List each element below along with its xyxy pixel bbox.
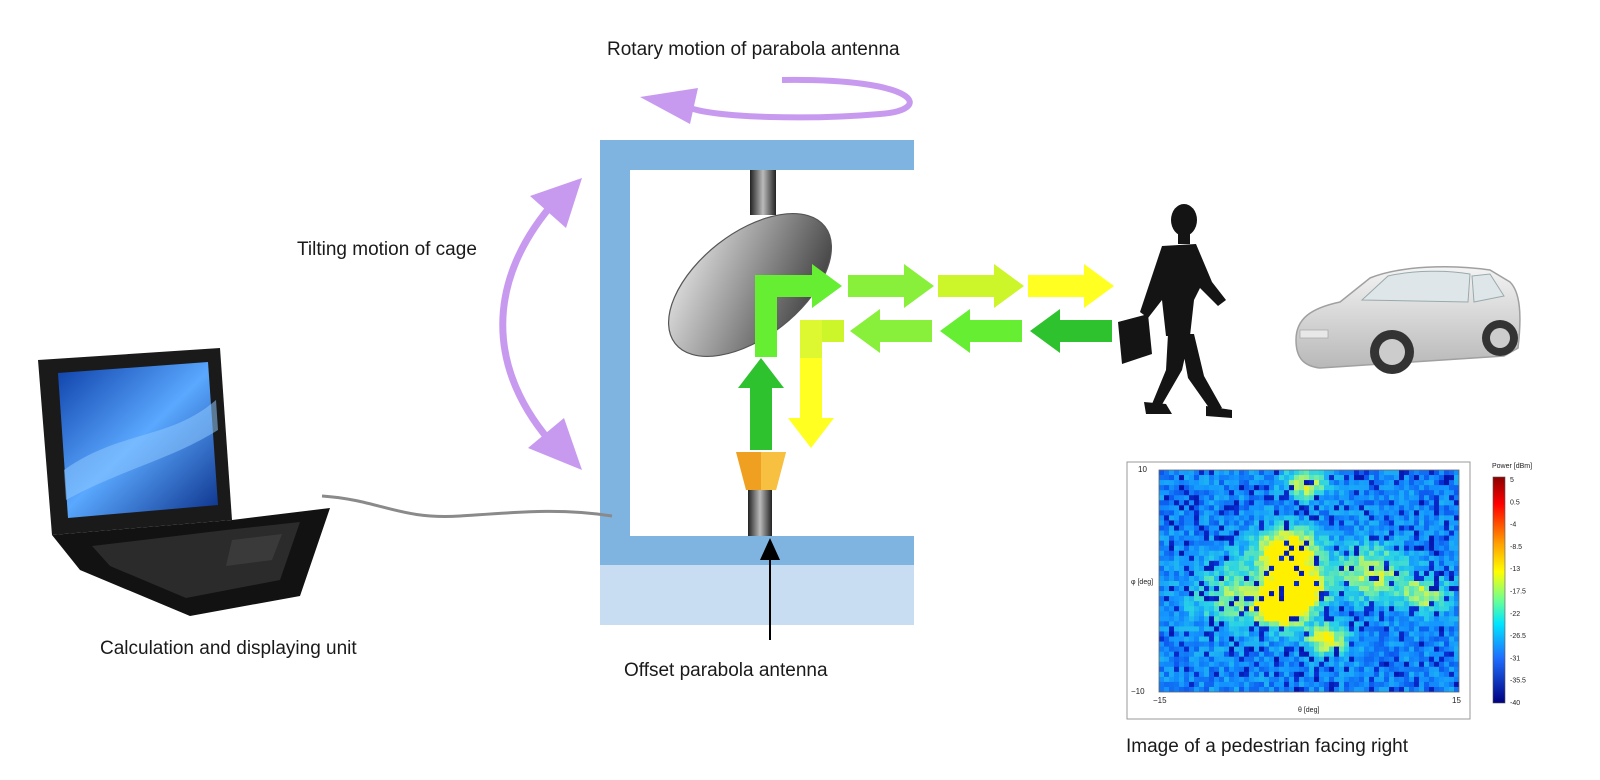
heatmap-x-axis-label: θ [deg] [1298,707,1319,714]
parabola-dish-icon [667,212,833,358]
upper-pole [750,170,776,215]
colorbar-tick-label: -35.5 [1510,678,1526,685]
radar-heatmap [1126,461,1471,720]
colorbar-tick-label: 5 [1510,477,1514,484]
colorbar-tick-label: -13 [1510,566,1520,573]
feed-horn-icon [736,452,786,490]
laptop-cable [321,494,613,519]
colorbar [1492,476,1506,704]
image-caption: Image of a pedestrian facing right [1126,736,1409,757]
tilting-motion-label: Tilting motion of cage [297,239,477,260]
heatmap-y-axis-label: φ [deg] [1131,579,1153,586]
colorbar-tick-label: -17.5 [1510,589,1526,596]
laptop-icon [38,348,330,616]
colorbar-tick-label: -40 [1510,700,1520,707]
rotary-motion-label: Rotary motion of parabola antenna [607,39,900,60]
colorbar-tick-label: -26.5 [1510,633,1526,640]
colorbar-tick-label: 0.5 [1510,499,1520,506]
receive-signal-arrows [788,309,1112,448]
calc-unit-label: Calculation and displaying unit [100,638,357,659]
antenna-label: Offset parabola antenna [624,660,828,681]
antenna-pointer-arrow [760,538,780,640]
colorbar-title: Power [dBm] [1492,463,1532,470]
colorbar-tick-label: -8.5 [1510,544,1522,551]
cage [600,140,914,625]
rotary-motion-arrow [640,76,913,124]
colorbar-tick-label: -4 [1510,522,1516,529]
transmit-signal-arrows [738,264,1114,450]
heatmap-x-left: −15 [1153,696,1167,705]
lower-pole [748,488,772,536]
heatmap-y-top: 10 [1138,465,1147,474]
car-icon [1295,265,1521,374]
colorbar-tick-label: -22 [1510,611,1520,618]
pedestrian-icon [1118,204,1232,418]
heatmap-x-right: 15 [1452,696,1461,705]
tilting-motion-arrow [499,178,582,470]
colorbar-tick-label: -31 [1510,655,1520,662]
heatmap-y-bottom: −10 [1131,687,1145,696]
